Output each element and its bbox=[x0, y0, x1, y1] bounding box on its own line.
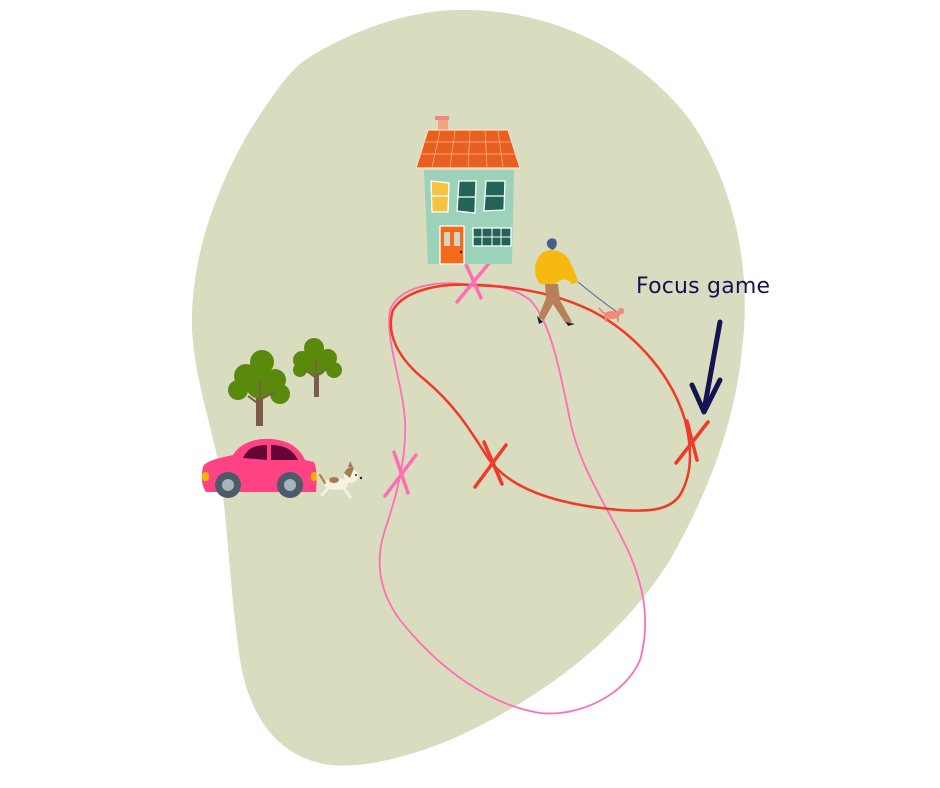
tree-icon-1 bbox=[228, 350, 290, 426]
house-icon bbox=[415, 116, 521, 265]
tree-icon-2 bbox=[293, 338, 342, 397]
car-icon bbox=[201, 438, 317, 498]
pink-x-mark-2 bbox=[383, 450, 418, 498]
running-dog-icon bbox=[319, 461, 363, 499]
person-walking-dog-icon bbox=[535, 238, 625, 326]
arrow-down-icon bbox=[689, 319, 723, 415]
pink-x-mark-1 bbox=[455, 258, 492, 304]
red-path bbox=[389, 283, 692, 512]
red-x-mark-2 bbox=[674, 419, 710, 465]
map-blob bbox=[191, 9, 745, 766]
focus-game-label: Focus game bbox=[636, 274, 771, 299]
red-x-mark-1 bbox=[473, 440, 508, 489]
pink-path bbox=[378, 282, 647, 715]
